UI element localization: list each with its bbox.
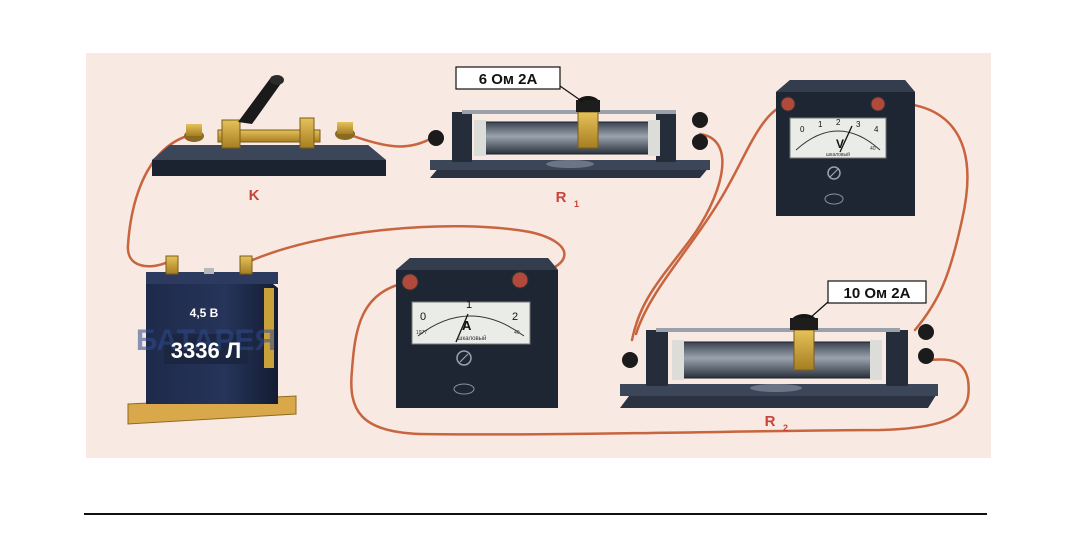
rheostat-r2 [620,314,938,408]
battery-voltage: 4,5 В [190,306,219,320]
rheostat1-rating-box [455,66,561,90]
wire-voltmeter-r2 [634,102,790,336]
rheostat1-rating: 6 Ом 2А [479,71,538,88]
wires [126,101,970,436]
wire-battery-ammeter [246,224,566,280]
voltmeter-scale-3: 3 [856,120,861,129]
rheostat-r1 [428,96,710,178]
ammeter-scale-1: 1 [466,299,472,311]
rheostat2-rating-box [827,280,927,304]
ammeter-code: 40 [514,330,520,336]
wire-r1-r2 [630,132,724,342]
ammeter-unit: А [462,318,472,333]
voltmeter [776,80,915,216]
switch-label: K [249,187,260,204]
rheostat2-rating: 10 Ом 2А [844,285,911,302]
wire-ammeter-r2 [350,280,970,436]
ammeter-scale-0: 0 [420,311,426,323]
battery-model: 3336 Л [171,338,242,363]
battery-brand: БАТАРЕЯ [136,324,276,357]
bottom-separator-line [84,513,987,515]
wire-switch-r1 [343,131,434,148]
wire-voltmeter-r2-right [876,101,969,332]
voltmeter-scale-1: 1 [818,120,823,129]
battery [127,255,297,425]
ammeter-year: 1977 [416,330,427,336]
voltmeter-scale-4: 4 [874,125,879,134]
voltmeter-code: 40 [870,146,876,152]
rheostat1-subscript: 1 [574,199,579,209]
rheostat1-label: R [556,189,567,206]
rheostat2-subscript: 2 [783,423,788,433]
rheostat2-label: R [765,413,776,430]
ammeter-caption: шкаловый [458,335,487,342]
voltmeter-scale-0: 0 [800,125,805,134]
switch-k [152,75,386,176]
voltmeter-caption: шкаловый [826,151,850,158]
voltmeter-unit: V [836,137,844,151]
ammeter-scale-2: 2 [512,311,518,323]
ammeter [396,258,558,408]
voltmeter-scale-2: 2 [836,118,841,127]
